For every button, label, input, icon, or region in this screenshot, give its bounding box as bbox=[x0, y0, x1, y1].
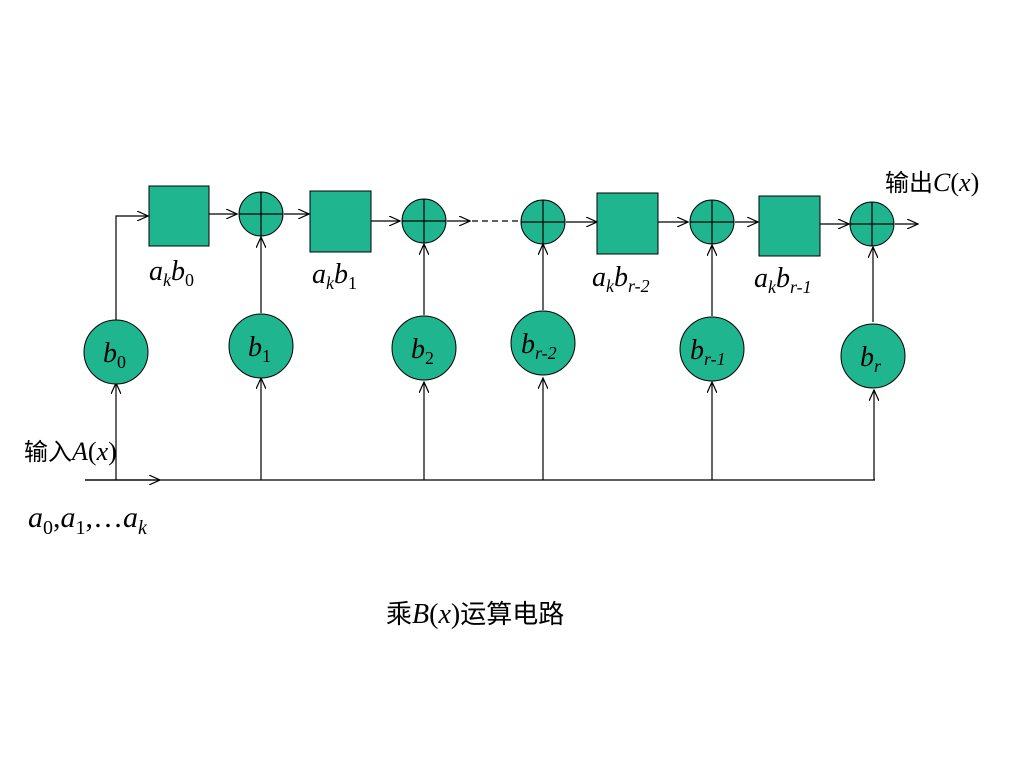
coef-label-br-1: br-1 bbox=[690, 335, 726, 369]
delay-box-3 bbox=[758, 195, 821, 257]
product-label-3: akbr-1 bbox=[754, 263, 812, 297]
input-sequence: a0,a1,…ak bbox=[28, 501, 148, 539]
diagram-caption: 乘B(x)运算电路 bbox=[386, 599, 564, 630]
adder-1 bbox=[238, 191, 284, 237]
delay-box-0 bbox=[148, 185, 210, 247]
coef-circle-b0 bbox=[83, 319, 149, 385]
wire-b0-to-box0 bbox=[115, 216, 148, 321]
coef-circle-br-2 bbox=[510, 310, 576, 376]
coef-circle-b1 bbox=[228, 313, 294, 379]
delay-box-2 bbox=[596, 192, 659, 255]
adder-4 bbox=[689, 199, 735, 245]
output-label: 输出C(x) bbox=[885, 168, 979, 197]
coef-label-b1: b1 bbox=[248, 332, 271, 366]
product-label-2: akbr-2 bbox=[592, 262, 650, 296]
delay-box-1 bbox=[309, 190, 372, 253]
adder-2 bbox=[401, 198, 447, 244]
product-label-1: akb1 bbox=[312, 259, 357, 293]
product-label-0: akb0 bbox=[149, 256, 194, 290]
input-label: 输入A(x) bbox=[24, 437, 117, 466]
coef-label-b2: b2 bbox=[411, 334, 434, 368]
coef-label-br: br bbox=[860, 342, 882, 376]
adder-5 bbox=[849, 201, 895, 247]
adder-3 bbox=[520, 199, 566, 245]
coef-circle-br bbox=[840, 323, 906, 389]
coef-circle-b2 bbox=[391, 315, 457, 381]
coef-circle-br-1 bbox=[679, 316, 745, 382]
coef-label-b0: b0 bbox=[103, 338, 126, 372]
coef-label-br-2: br-2 bbox=[521, 329, 557, 363]
